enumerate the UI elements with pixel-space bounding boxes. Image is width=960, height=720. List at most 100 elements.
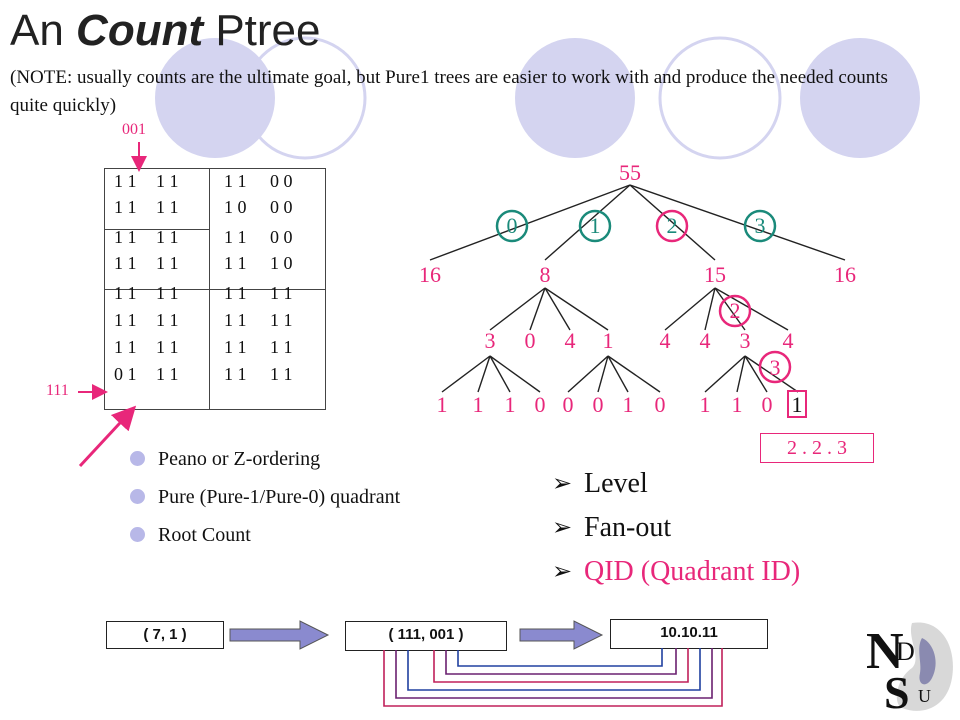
title-prefix: An: [10, 6, 77, 55]
grid-cell: 1 1: [114, 283, 137, 303]
grid-cell: 1 1: [224, 364, 247, 384]
grid-cell: 1 1: [156, 253, 179, 273]
leaf-node: 0: [592, 392, 604, 417]
bullet-item: Peano or Z-ordering: [130, 440, 400, 478]
level3-qid: 3: [769, 355, 781, 380]
flow-connectors: [229, 620, 723, 707]
tree-edges: [429, 184, 846, 418]
child-id-3: 3: [754, 213, 766, 238]
qid-circle: [743, 209, 777, 243]
grid-label-111: 111: [46, 382, 69, 399]
deco-circle: [515, 38, 635, 158]
arrow-bullet-icon: ➢: [552, 471, 573, 497]
leaf-node: 1: [699, 392, 711, 417]
qid-circle: [655, 209, 689, 243]
bullet-item: Root Count: [130, 516, 400, 554]
grid-cell: 1 0: [224, 197, 247, 217]
right-arrow-icon: [519, 620, 604, 650]
grid-cell: 0 0: [270, 171, 293, 191]
pointer-arrow-icon: [78, 405, 137, 468]
grid-cell: 1 1: [114, 310, 137, 330]
leaf-node: 1: [622, 392, 634, 417]
level2-node: 4: [699, 328, 711, 353]
title-emphasis: Count: [76, 6, 204, 55]
child-id-1: 1: [589, 213, 601, 238]
grid-cell: 1 1: [270, 337, 293, 357]
level2-qid: 2: [729, 298, 741, 323]
grid-cell: 1 1: [156, 364, 179, 384]
level1-node: 16: [419, 262, 441, 287]
qid-circle: [495, 209, 529, 243]
bit-grid: [104, 168, 326, 410]
grid-cell: 1 1: [224, 310, 247, 330]
level1-node: 16: [834, 262, 856, 287]
arrow-list-label: Fan-out: [584, 512, 672, 543]
qid-circle: [578, 209, 612, 243]
grid-divider: [105, 229, 209, 230]
grid-cell: 1 1: [156, 310, 179, 330]
leaf-node: 1: [504, 392, 516, 417]
arrow-list: ➢ Level ➢ Fan-out ➢QID (Quadrant ID): [552, 462, 800, 594]
level2-node: 3: [484, 328, 496, 353]
qid-circle: [758, 350, 792, 384]
grid-cell: 1 1: [114, 171, 137, 191]
leaf-node: 1: [472, 392, 484, 417]
level2-node: 4: [564, 328, 576, 353]
svg-text:S: S: [884, 667, 910, 718]
page-title: An Count Ptree: [10, 6, 321, 56]
grid-cell: 1 1: [156, 337, 179, 357]
level1-node: 15: [704, 262, 726, 287]
svg-text:U: U: [918, 686, 931, 706]
bullet-item: Pure (Pure-1/Pure-0) quadrant: [130, 478, 400, 516]
level2-node: 0: [524, 328, 536, 353]
grid-cell: 1 1: [114, 337, 137, 357]
decorative-circles: [155, 36, 920, 160]
grid-cell: 0 0: [270, 227, 293, 247]
qid-box: 2 . 2 . 3: [760, 433, 874, 463]
leaf-node-highlight: 1: [791, 392, 803, 417]
grid-rows: 1 1 1 1 1 1 0 0 1 1 1 1 1 0 0 0 1 1 1 1 1 1 0 0 1…: [104, 168, 324, 408]
level1-node: 8: [539, 262, 551, 287]
bullet-dot-icon: [130, 527, 145, 542]
grid-cell: 1 1: [156, 197, 179, 217]
child-id-2: 2: [666, 213, 678, 238]
grid-label-001: 001: [122, 121, 146, 138]
right-arrow-icon: [229, 620, 330, 650]
tree-root: 55: [619, 160, 641, 185]
svg-text:D: D: [896, 637, 915, 666]
arrow-bullet-icon: ➢: [552, 515, 573, 541]
ndsu-logo: N D S U: [866, 622, 953, 718]
highlight-leaf-box: [787, 390, 807, 418]
grid-cell: 0 0: [270, 197, 293, 217]
flow-box-1: ( 7, 1 ): [106, 621, 224, 649]
grid-cell: 1 1: [224, 171, 247, 191]
arrow-list-item: ➢ Level: [552, 462, 800, 506]
leaf-node: 1: [731, 392, 743, 417]
arrow-bullet-icon: ➢: [552, 559, 573, 585]
grid-cell: 1 1: [114, 227, 137, 247]
leaf-node: 1: [436, 392, 448, 417]
arrow-list-label: Level: [584, 468, 648, 499]
level2-node: 4: [659, 328, 671, 353]
leaf-node: 0: [654, 392, 666, 417]
grid-cell: 1 1: [270, 364, 293, 384]
arrow-list-item: ➢QID (Quadrant ID): [552, 550, 800, 594]
bullet-label: Pure (Pure-1/Pure-0) quadrant: [158, 486, 401, 508]
bullet-list: Peano or Z-ordering Pure (Pure-1/Pure-0)…: [130, 440, 400, 554]
deco-circle: [658, 36, 782, 160]
grid-cell: 1 1: [156, 227, 179, 247]
level2-node: 3: [739, 328, 751, 353]
leaf-node: 0: [562, 392, 574, 417]
grid-row: 1 1 1 1 1 1 1 1: [104, 307, 324, 333]
grid-cell: 0 1: [114, 364, 137, 384]
grid-cell: 1 1: [114, 253, 137, 273]
grid-cell: 1 1: [270, 310, 293, 330]
grid-cell: 1 1: [224, 337, 247, 357]
svg-text:N: N: [866, 623, 904, 680]
flow-box-3: 10.10.11: [610, 619, 768, 649]
child-id-0: 0: [506, 213, 518, 238]
